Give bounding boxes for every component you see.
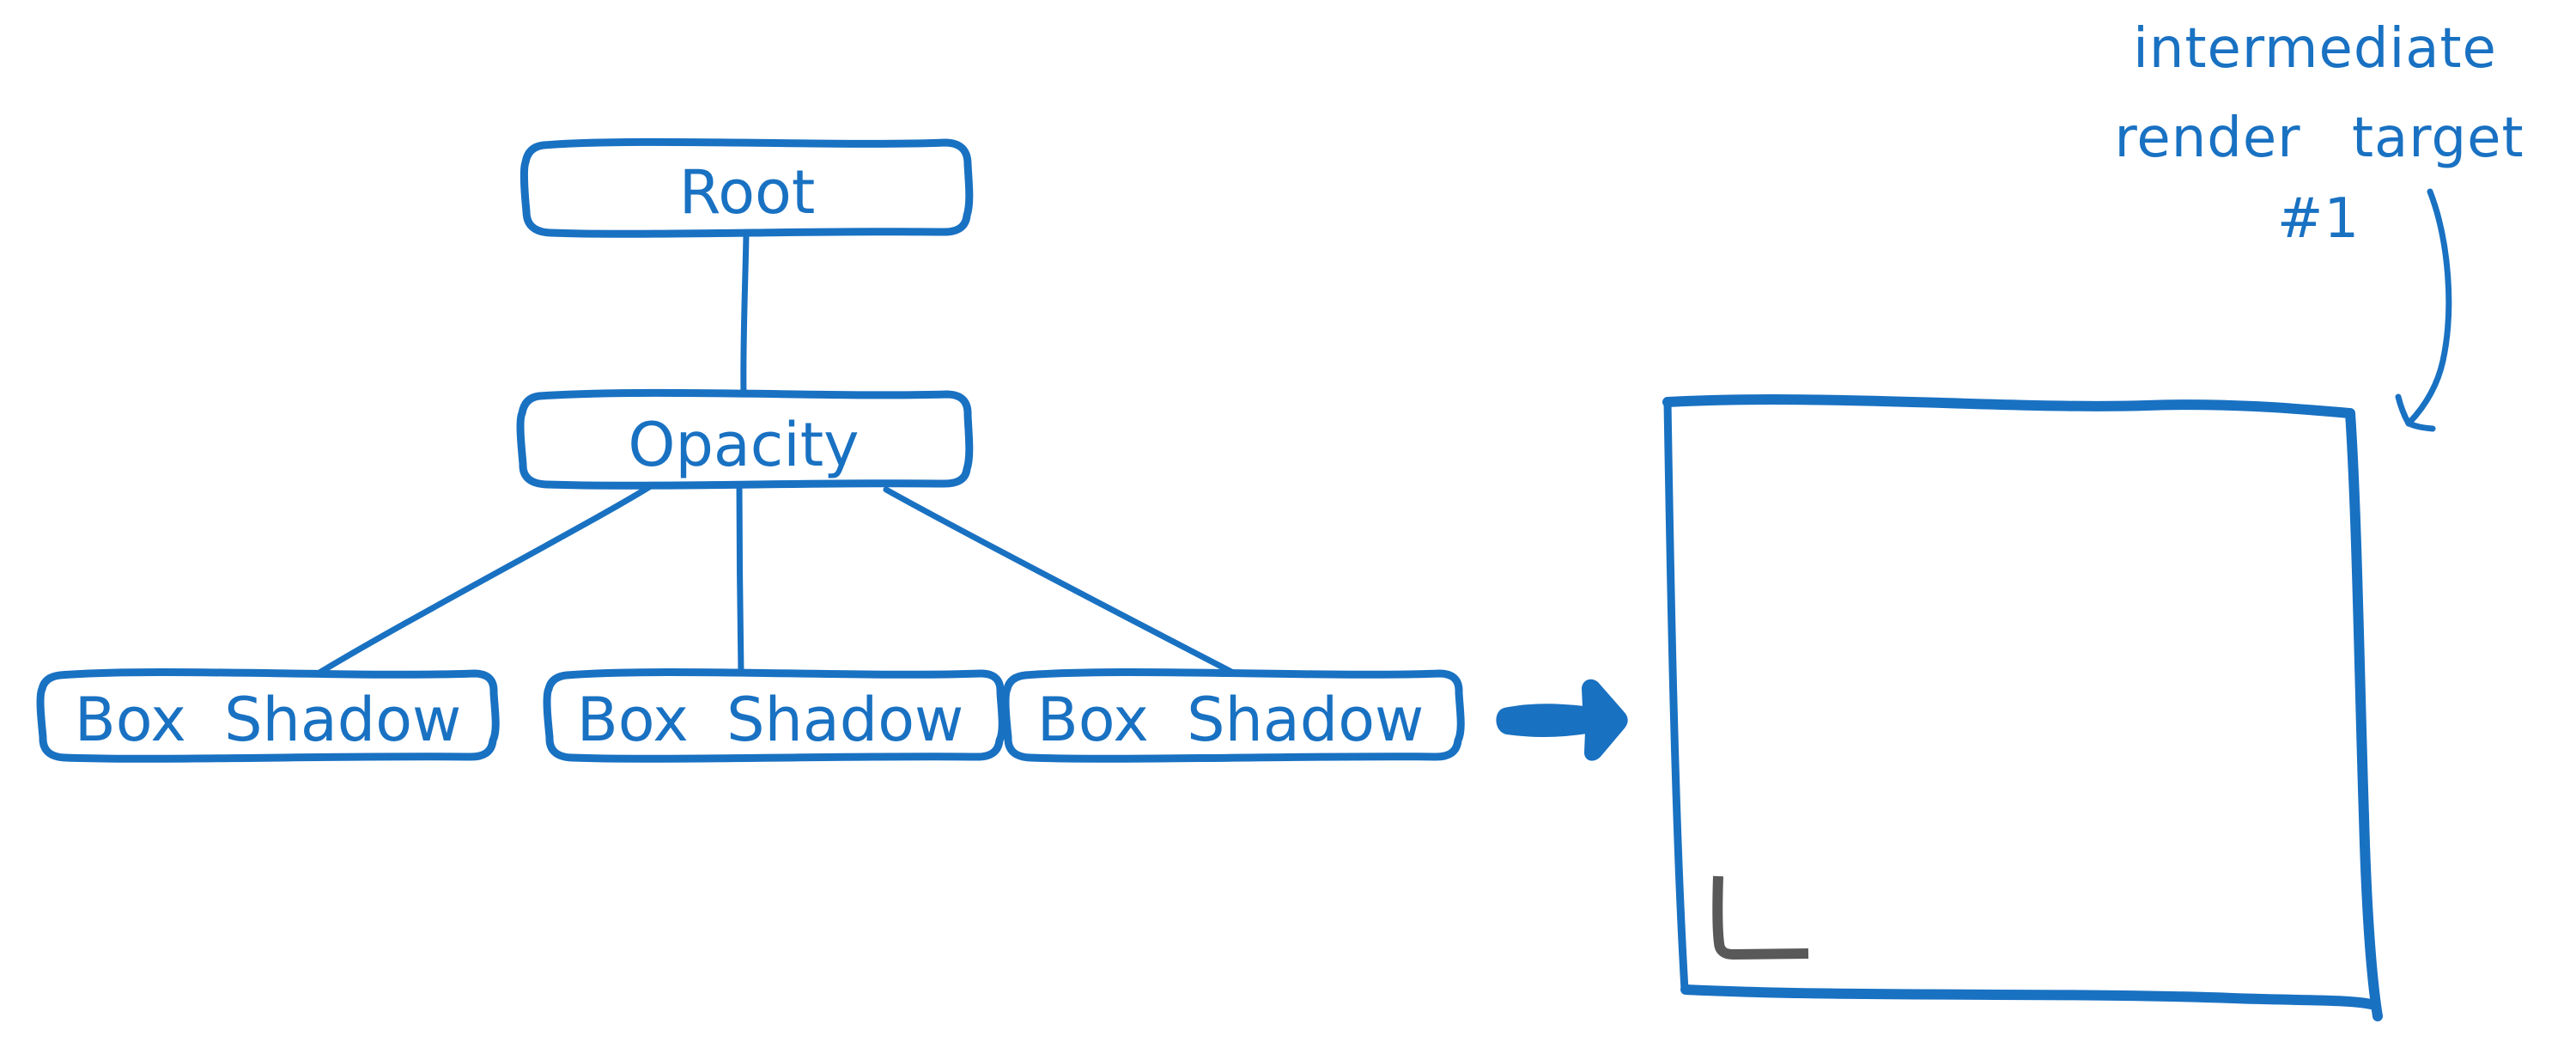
edge-opacity-boxshadow-2 — [736, 480, 744, 676]
corner-l-mark-icon — [1712, 875, 1809, 960]
annotation-line-3: #1 — [2277, 187, 2360, 251]
edge-opacity-boxshadow-1 — [316, 484, 653, 676]
root-node-box — [519, 137, 974, 238]
annotation-line-1: intermediate — [2133, 17, 2497, 81]
edge-root-opacity — [740, 231, 750, 397]
flow-right-arrow-icon — [1496, 679, 1628, 761]
render-target-square — [1662, 394, 2383, 1021]
annotation-line-2: render target — [2114, 107, 2524, 170]
opacity-node-box — [516, 388, 974, 490]
box-shadow-node-2-label: Box Shadow — [577, 685, 964, 755]
render-target-square-left-edge — [1663, 398, 1689, 994]
edge-opacity-boxshadow-3 — [883, 486, 1236, 676]
box-shadow-node-3-label: Box Shadow — [1037, 685, 1425, 755]
opacity-node-label: Opacity — [628, 410, 859, 480]
box-shadow-node-1-label: Box Shadow — [75, 685, 462, 755]
root-node-label: Root — [679, 157, 816, 228]
curved-annotation-arrow-icon — [2395, 188, 2452, 432]
